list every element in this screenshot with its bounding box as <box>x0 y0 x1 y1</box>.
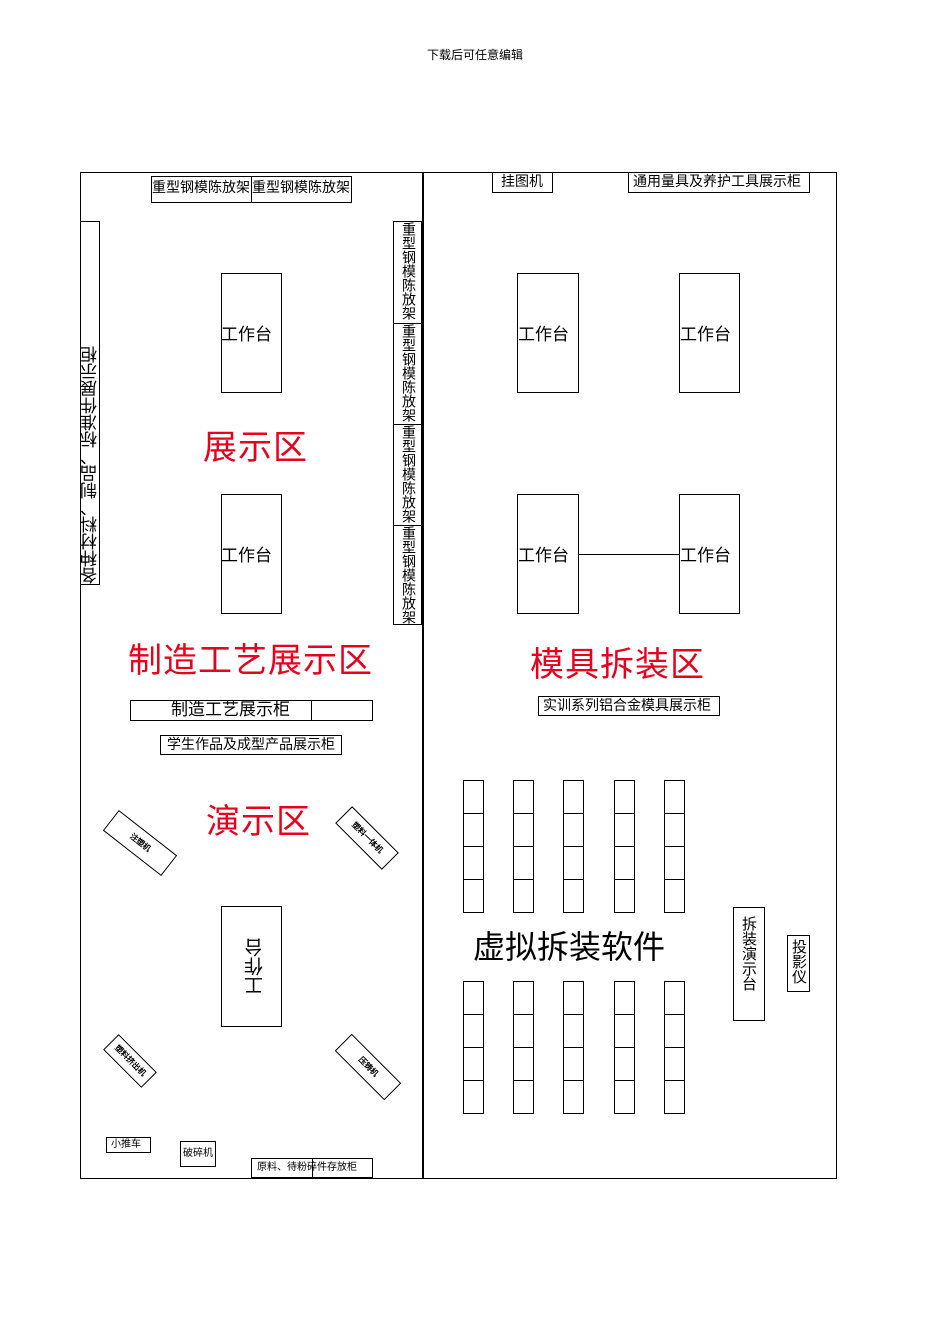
computer-desk <box>664 1080 685 1114</box>
small-cart: 小推车 <box>106 1137 151 1153</box>
computer-desk <box>463 1080 484 1114</box>
computer-desk <box>664 846 685 880</box>
rack-top-1: 重型钢模陈放架 <box>151 176 252 203</box>
computer-desk <box>563 879 584 913</box>
raw-material-cabinet-divider <box>312 1158 313 1178</box>
workbench-right-2-label: 工作台 <box>680 325 731 345</box>
manufacturing-cabinet-divider <box>311 700 312 721</box>
computer-desk <box>614 1047 635 1081</box>
workbench-connector-line <box>579 554 679 555</box>
computer-desk <box>614 846 635 880</box>
computer-desk <box>513 1080 534 1114</box>
computer-desk <box>463 813 484 847</box>
workbench-left-2-label: 工作台 <box>221 546 272 566</box>
computer-desk <box>664 813 685 847</box>
workbench-left-3 <box>221 906 282 1027</box>
zone-manufacturing: 制造工艺展示区 <box>128 641 373 681</box>
computer-desk <box>664 1014 685 1048</box>
workbench-left-1 <box>221 273 282 393</box>
virtual-software-label: 虚拟拆装软件 <box>473 928 666 966</box>
workbench-left-2 <box>221 494 282 614</box>
rack-right-4: 重型钢模陈放架 <box>393 525 422 625</box>
computer-desk <box>614 981 635 1015</box>
computer-desk <box>614 879 635 913</box>
computer-desk <box>664 879 685 913</box>
computer-desk <box>513 780 534 814</box>
workbench-right-4 <box>679 494 740 614</box>
computer-desk <box>563 1014 584 1048</box>
zone-demo: 演示区 <box>206 802 311 842</box>
floor-plan-left-room <box>80 172 424 1179</box>
hanging-chart-machine: 挂图机 <box>492 172 553 193</box>
materials-display-cabinet: 各种材料、制品、标准件展示柜 <box>80 221 100 585</box>
computer-desk <box>563 981 584 1015</box>
computer-desk <box>563 780 584 814</box>
computer-desk <box>614 813 635 847</box>
computer-desk <box>513 846 534 880</box>
rack-right-3: 重型钢模陈放架 <box>393 424 422 526</box>
computer-desk <box>463 846 484 880</box>
zone-assembly: 模具拆装区 <box>530 645 705 685</box>
computer-desk <box>614 780 635 814</box>
computer-desk <box>614 1014 635 1048</box>
computer-desk <box>614 1080 635 1114</box>
workbench-right-3 <box>517 494 579 614</box>
computer-desk <box>664 1047 685 1081</box>
computer-desk <box>513 1014 534 1048</box>
computer-desk <box>463 981 484 1015</box>
computer-desk <box>664 981 685 1015</box>
aluminum-mold-cabinet: 实训系列铝合金模具展示柜 <box>538 696 720 716</box>
rack-top-2: 重型钢模陈放架 <box>251 176 352 203</box>
computer-desk <box>463 780 484 814</box>
workbench-right-4-label: 工作台 <box>680 546 731 566</box>
workbench-left-1-label: 工作台 <box>221 325 272 345</box>
computer-desk <box>463 1047 484 1081</box>
workbench-right-1-label: 工作台 <box>518 325 569 345</box>
projector: 投影仪 <box>787 935 810 992</box>
rack-right-1: 重型钢模陈放架 <box>393 221 422 324</box>
rack-right-2: 重型钢模陈放架 <box>393 323 422 425</box>
tools-display-cabinet: 通用量具及养护工具展示柜 <box>628 172 810 193</box>
computer-desk <box>563 1047 584 1081</box>
header-note: 下载后可任意编辑 <box>426 48 523 62</box>
computer-desk <box>664 780 685 814</box>
workbench-right-3-label: 工作台 <box>518 546 569 566</box>
student-works-cabinet: 学生作品及成型产品展示柜 <box>160 735 342 755</box>
assembly-demo-table: 拆装演示台 <box>733 907 765 1021</box>
workbench-left-3-label: 工作台 <box>244 938 266 995</box>
workbench-right-2 <box>679 273 740 393</box>
computer-desk <box>563 1080 584 1114</box>
computer-desk <box>563 813 584 847</box>
computer-desk <box>463 879 484 913</box>
computer-desk <box>513 879 534 913</box>
computer-desk <box>513 813 534 847</box>
computer-desk <box>513 1047 534 1081</box>
crusher: 破碎机 <box>180 1141 216 1167</box>
computer-desk <box>563 846 584 880</box>
computer-desk <box>463 1014 484 1048</box>
zone-display: 展示区 <box>203 428 308 468</box>
workbench-right-1 <box>517 273 579 393</box>
manufacturing-cabinet: 制造工艺展示柜 <box>130 700 373 721</box>
computer-desk <box>513 981 534 1015</box>
